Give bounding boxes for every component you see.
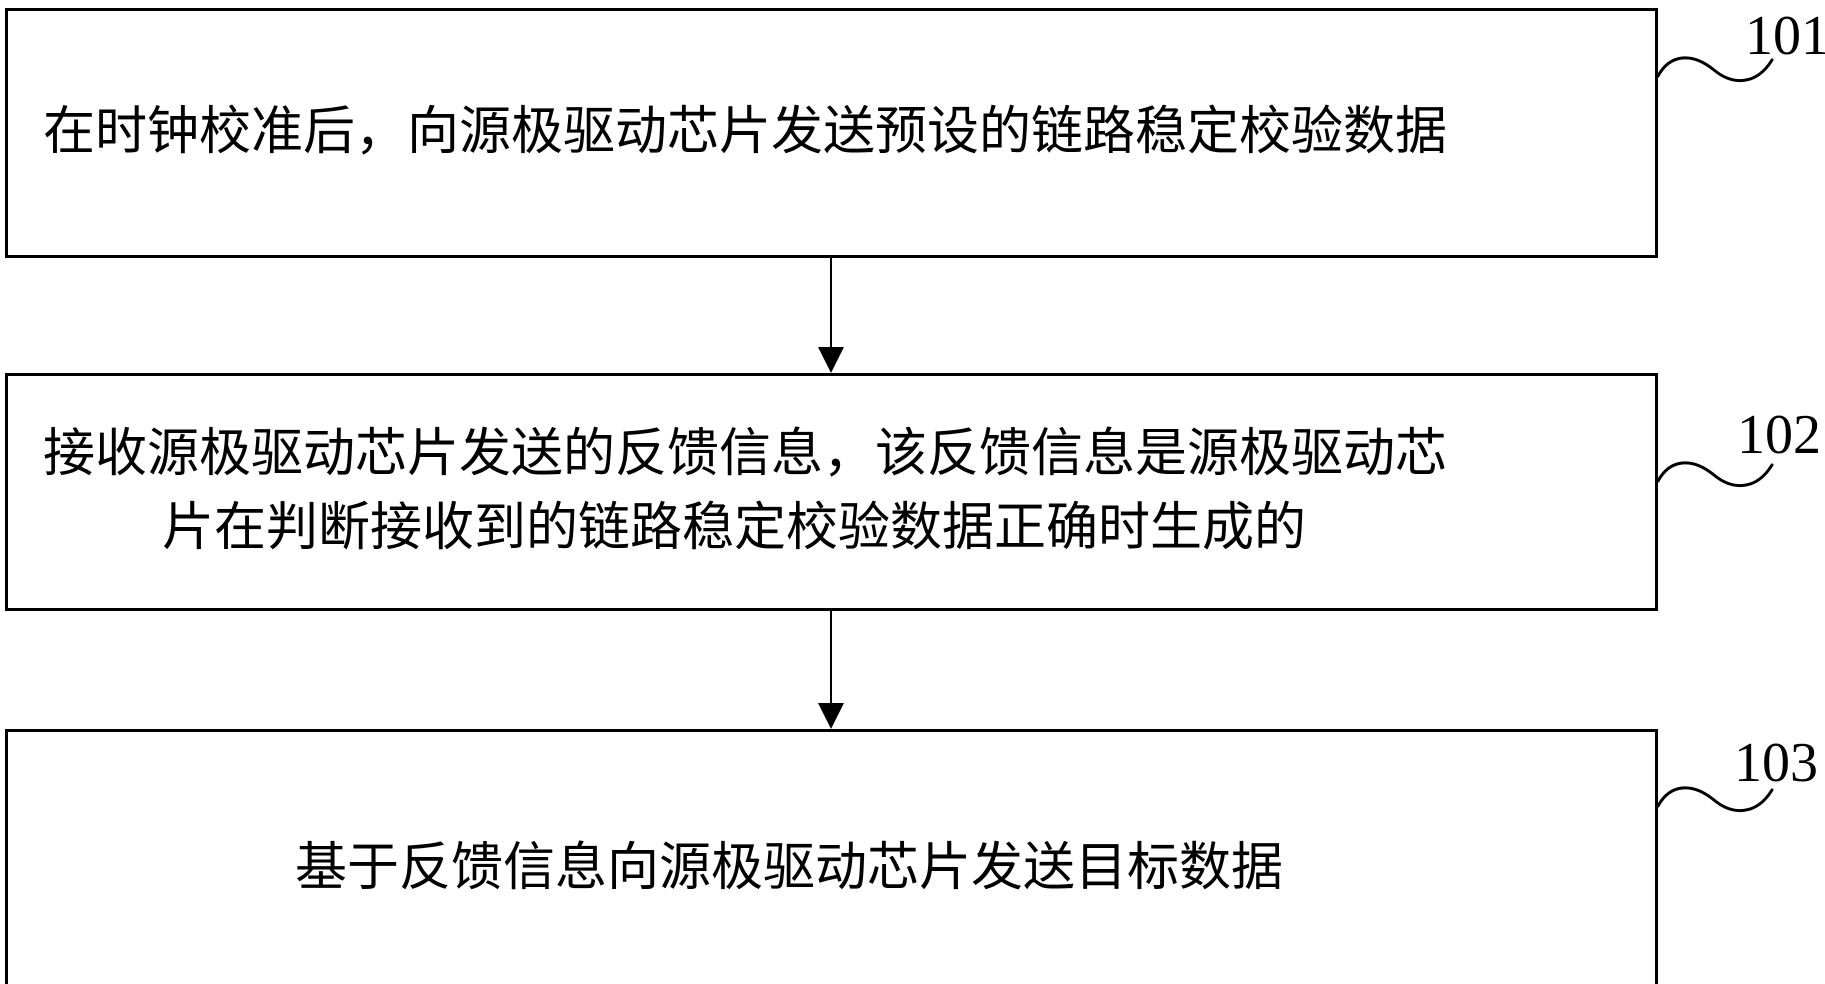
flow-step-box-101: 在时钟校准后，向源极驱动芯片发送预设的链路稳定校验数据 bbox=[5, 8, 1658, 258]
step-102-line-2: 片在判断接收到的链路稳定校验数据正确时生成的 bbox=[161, 500, 1306, 557]
down-arrow-2 bbox=[818, 611, 844, 729]
step-102-text: 接收源极驱动芯片发送的反馈信息，该反馈信息是源极驱动芯 片在判断接收到的链路稳定… bbox=[8, 418, 1655, 566]
flow-step-box-103: 基于反馈信息向源极驱动芯片发送目标数据 bbox=[5, 729, 1658, 984]
arrow-shaft bbox=[830, 611, 832, 705]
arrow-head-icon bbox=[818, 703, 844, 729]
step-101-line-1: 在时钟校准后，向源极驱动芯片发送预设的链路稳定校验数据 bbox=[43, 104, 1448, 162]
arrow-head-icon bbox=[818, 347, 844, 373]
arrow-shaft bbox=[830, 258, 832, 349]
callout-squiggle-icon bbox=[1656, 56, 1774, 83]
step-102-line-1: 接收源极驱动芯片发送的反馈信息，该反馈信息是源极驱动芯 bbox=[43, 426, 1448, 484]
step-101-text: 在时钟校准后，向源极驱动芯片发送预设的链路稳定校验数据 bbox=[8, 96, 1655, 170]
callout-squiggle-icon bbox=[1656, 461, 1774, 488]
ref-number-103: 103 bbox=[1734, 732, 1818, 794]
ref-number-101: 101 bbox=[1745, 5, 1825, 67]
down-arrow-1 bbox=[818, 258, 844, 373]
callout-squiggle-icon bbox=[1656, 786, 1774, 813]
ref-number-102: 102 bbox=[1737, 404, 1821, 466]
step-103-line-1: 基于反馈信息向源极驱动芯片发送目标数据 bbox=[294, 840, 1283, 898]
step-103-text: 基于反馈信息向源极驱动芯片发送目标数据 bbox=[8, 832, 1655, 906]
flow-step-box-102: 接收源极驱动芯片发送的反馈信息，该反馈信息是源极驱动芯 片在判断接收到的链路稳定… bbox=[5, 373, 1658, 611]
